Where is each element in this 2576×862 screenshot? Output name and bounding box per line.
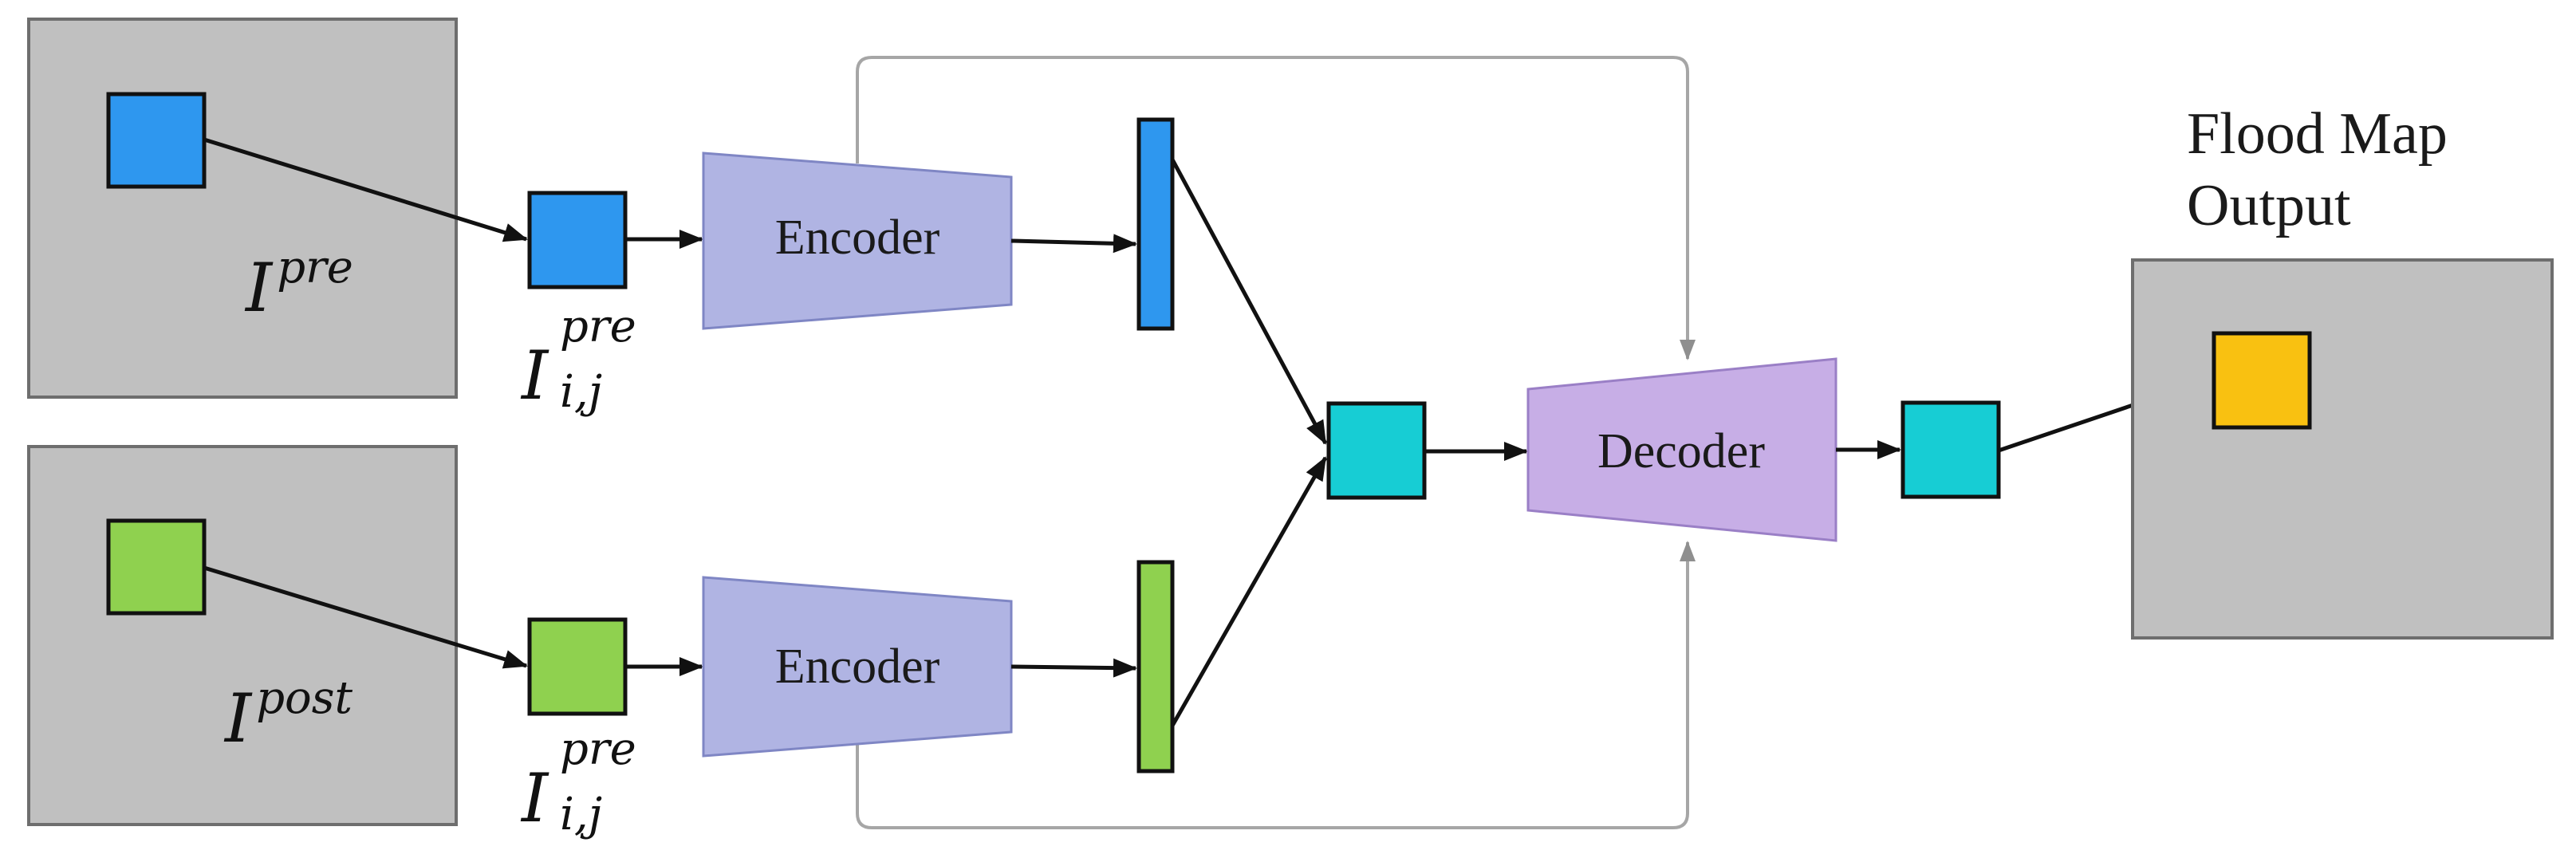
arrow-icon <box>1170 456 1328 727</box>
arrow-icon <box>1010 234 1137 254</box>
decoder <box>1526 357 1837 542</box>
feature-vector-post <box>1136 560 1175 773</box>
output-title-line1: Flood Map <box>2187 101 2448 167</box>
post-image-patch <box>106 518 207 616</box>
arrow-icon <box>203 565 528 669</box>
output-patch <box>1900 400 2001 499</box>
skip-connection-top <box>856 56 1696 360</box>
post-image-panel <box>27 445 458 826</box>
pre-image-patch <box>106 92 207 189</box>
patch-label-top: I <box>520 337 549 415</box>
flood-map-output-patch <box>2212 331 2312 430</box>
patch-label-top-sub: i,j <box>560 366 602 418</box>
arrow-icon <box>1010 658 1137 678</box>
patch-label-bottom-sub: i,j <box>560 789 602 840</box>
extracted-pre-patch-bottom <box>527 617 628 716</box>
patch-label-bottom-sup: pre <box>560 723 636 775</box>
encoder-bottom <box>702 576 1013 758</box>
feature-vector-pre <box>1136 117 1175 331</box>
extracted-pre-patch-top <box>527 191 628 289</box>
fused-feature-patch <box>1326 401 1427 500</box>
flood-map-output-panel <box>2131 258 2554 640</box>
decoder-label: Decoder <box>1597 424 1765 478</box>
skip-connection-bottom <box>856 541 1696 829</box>
output-title-line2: Output <box>2187 173 2351 238</box>
encoder-top <box>702 152 1013 330</box>
pre-image-panel <box>27 18 458 399</box>
patch-label-bottom: I <box>520 759 549 837</box>
arrow-icon <box>1170 158 1328 445</box>
encoder-top-label: Encoder <box>775 211 940 265</box>
arrow-icon <box>203 137 528 242</box>
patch-label-top-sup: pre <box>560 301 636 352</box>
encoder-bottom-label: Encoder <box>775 640 940 694</box>
